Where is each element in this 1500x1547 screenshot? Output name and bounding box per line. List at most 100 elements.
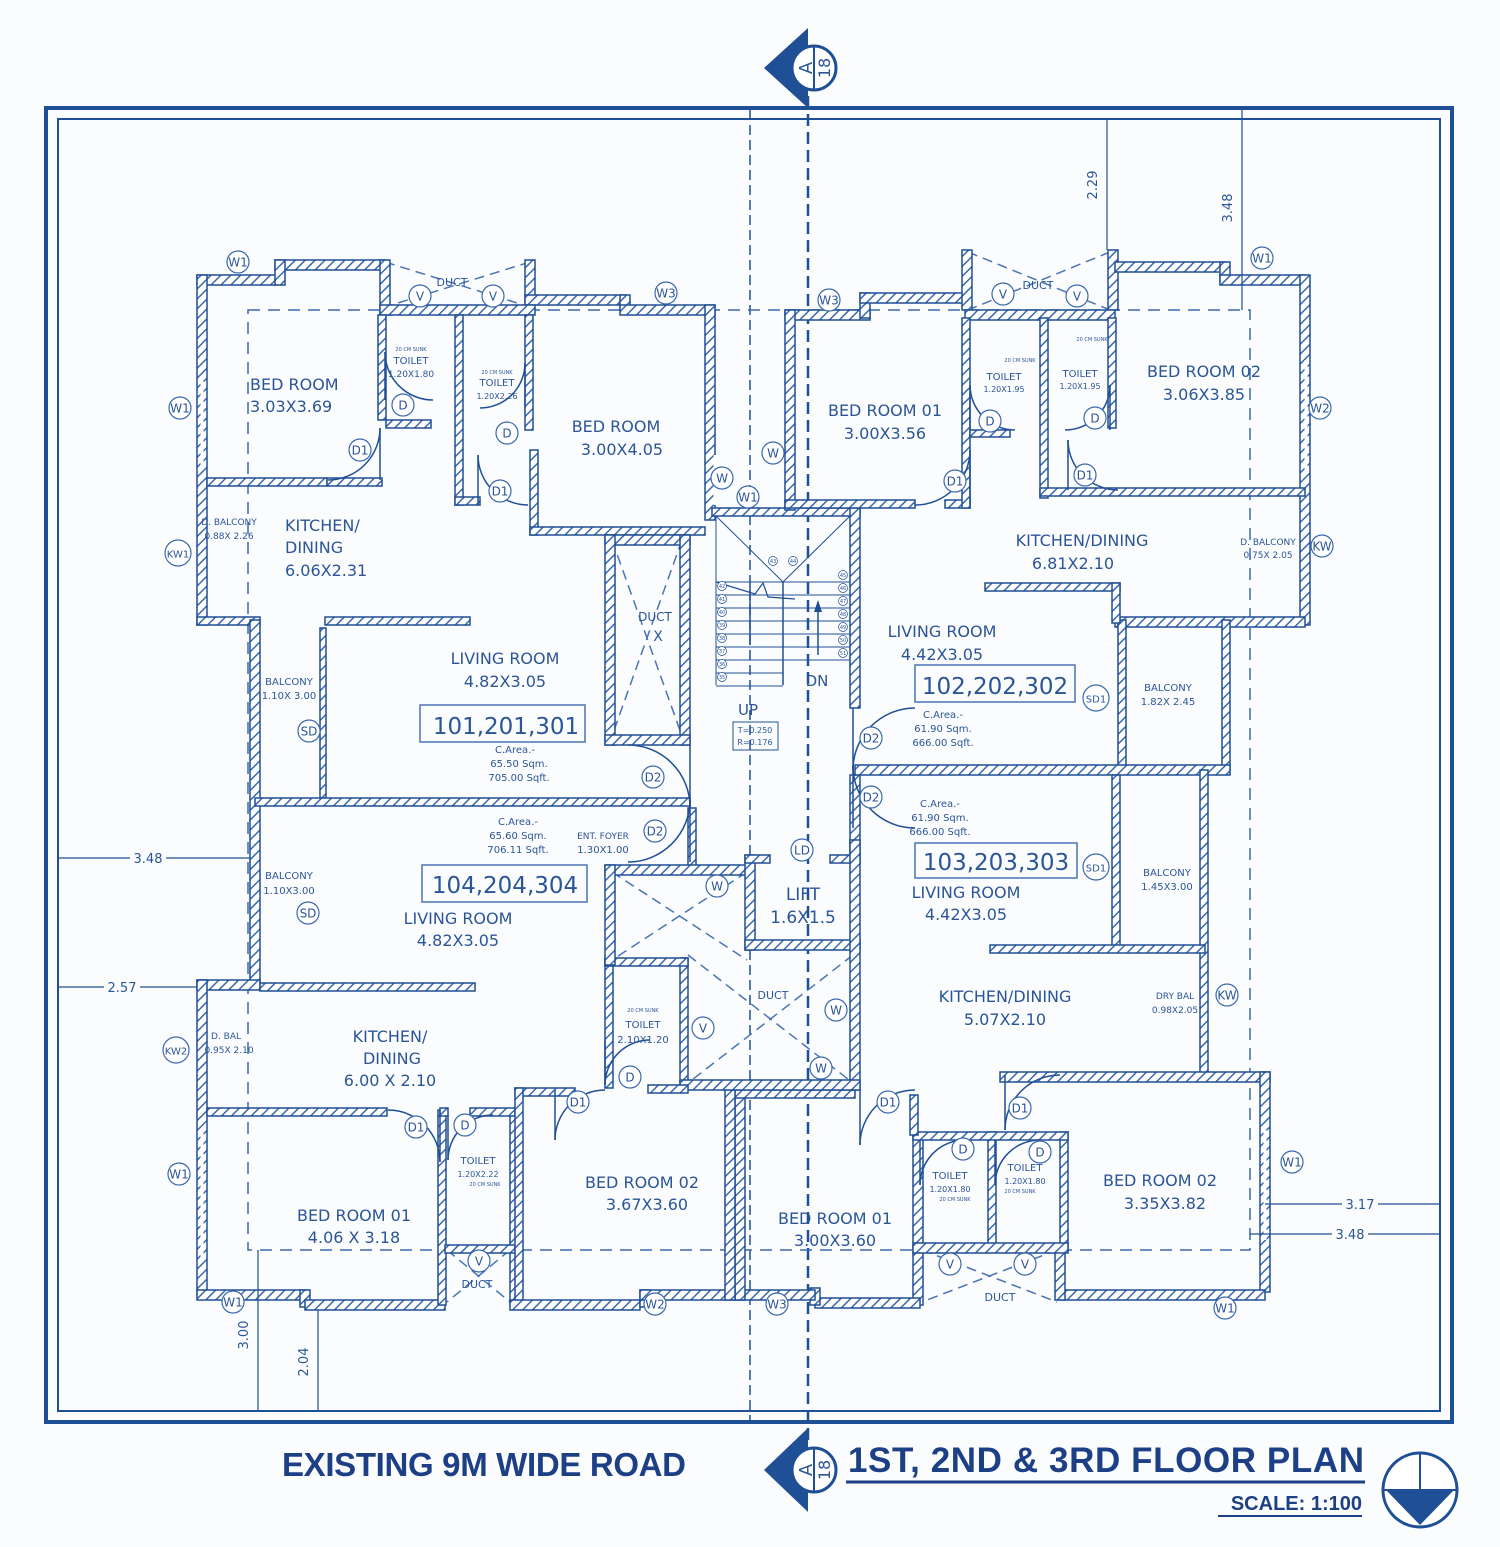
duct-cross-line [611, 871, 748, 961]
room-label: TOILET [393, 356, 430, 367]
wall [912, 1131, 1069, 1141]
road-label: EXISTING 9M WIDE ROAD [282, 1446, 686, 1483]
room-label: C.Area.- [923, 710, 963, 721]
dimension-value: 3.48 [1336, 1228, 1365, 1243]
dimension-gap [104, 981, 140, 995]
step-number-circle [717, 607, 727, 617]
stair-step-number: 50 [840, 638, 846, 644]
wall [1221, 619, 1231, 771]
tag-circle [408, 284, 432, 308]
room-label: D. BALCONY [201, 518, 257, 528]
stair-step-number: 47 [840, 599, 846, 605]
tag-circle [943, 469, 967, 493]
tag-circle [643, 1292, 667, 1316]
door-swing [604, 1039, 651, 1086]
step-number-circle [838, 583, 848, 593]
tag-circle [1008, 1096, 1032, 1120]
wall [1107, 249, 1119, 311]
wall [784, 309, 796, 511]
opening-tag: D [1035, 1146, 1044, 1160]
tag-circle [296, 901, 320, 925]
room-label: 20 CM SUNK [481, 370, 513, 376]
room-label: BED ROOM [572, 417, 661, 436]
room-label: 61.90 Sqm. [914, 724, 971, 735]
room-label: LIFT [786, 885, 821, 905]
room-label: 3.00X3.56 [844, 424, 926, 443]
stair-step-number: 39 [719, 623, 725, 629]
room-label: 102,202,302 [922, 674, 1068, 700]
wall [999, 1071, 1271, 1083]
wall [524, 314, 534, 431]
room-label: 2.10X1.20 [617, 1035, 668, 1046]
tag-circle [710, 466, 734, 490]
room-label: 1.20X2.22 [457, 1170, 498, 1179]
wall [1039, 317, 1049, 499]
tag-circle [824, 998, 848, 1022]
tag-circle [859, 726, 883, 750]
room-label: DINING [363, 1049, 421, 1068]
wall [377, 314, 387, 421]
room-label: 20 CM SUNK [395, 347, 427, 353]
room-label: KITCHEN/DINING [939, 987, 1072, 1006]
room-label: 1.82X 2.45 [1141, 697, 1196, 708]
room-label: LIVING ROOM [451, 649, 560, 668]
tag-circle [1028, 1140, 1052, 1164]
opening-tag: D1 [352, 444, 369, 458]
dimension-gap [1332, 1228, 1368, 1242]
tag-circle [453, 1113, 477, 1137]
room-label: 1.20X1.95 [983, 385, 1024, 394]
wall [254, 797, 691, 807]
opening-tag: D1 [570, 1096, 587, 1110]
room-label: 6.00 X 2.10 [344, 1071, 436, 1090]
opening-tag: W3 [819, 294, 839, 308]
step-number-circle [838, 596, 848, 606]
room-label: TOILET [986, 372, 1023, 383]
opening-tag: V [1073, 290, 1082, 304]
wall [849, 507, 861, 709]
opening-tag: W3 [767, 1298, 787, 1312]
tag-circle [1280, 1150, 1304, 1174]
room-label: TOILET [460, 1156, 497, 1167]
dimension-value: 3.00 [237, 1321, 252, 1350]
opening-tag: V [416, 290, 425, 304]
door-swing [994, 1139, 1041, 1186]
room-label: 3.06X3.85 [1163, 385, 1245, 404]
wall [734, 1089, 746, 1301]
door-swing [852, 707, 916, 771]
opening-tag: W1 [1282, 1156, 1302, 1170]
wall [619, 304, 716, 316]
room-label: 20 CM SUNK [469, 1182, 501, 1188]
room-label: 0.98X2.05 [1152, 1006, 1198, 1016]
room-label: 1.20X1.95 [1059, 382, 1100, 391]
room-label: TOILET [932, 1171, 969, 1182]
tag-circle [938, 1252, 962, 1276]
step-number-circle [838, 648, 848, 658]
room-label: 103,203,303 [923, 850, 1069, 876]
room-label: T=0.250 [737, 726, 773, 735]
tag-circle [618, 1065, 642, 1089]
dimension-value: 3.48 [1221, 194, 1236, 223]
opening-tag: KW2 [165, 1047, 187, 1058]
tag-circle [167, 1162, 191, 1186]
wall [604, 534, 616, 746]
unit-number-box [421, 864, 588, 903]
tag-circle [1250, 246, 1274, 270]
wall [274, 259, 386, 271]
tag-circle [641, 765, 665, 789]
unit-number-box [419, 704, 586, 743]
tag-circle [1308, 396, 1332, 420]
room-label: 706.11 Sqft. [487, 845, 548, 856]
room-label: BED ROOM 01 [778, 1209, 892, 1228]
opening-tag: D [985, 415, 994, 429]
tag-circle [1082, 684, 1110, 712]
column-grid-outline [247, 309, 1251, 1251]
room-label: DUCT [462, 1278, 493, 1291]
tag-circle [481, 284, 505, 308]
stair-step-number: 43 [770, 559, 776, 565]
opening-tag: V [475, 1255, 484, 1269]
wall [1114, 261, 1226, 273]
tag-circle [1215, 983, 1239, 1007]
opening-tag: KW [1312, 540, 1331, 554]
tag-circle [765, 1292, 789, 1316]
room-label: BALCONY [265, 677, 314, 688]
